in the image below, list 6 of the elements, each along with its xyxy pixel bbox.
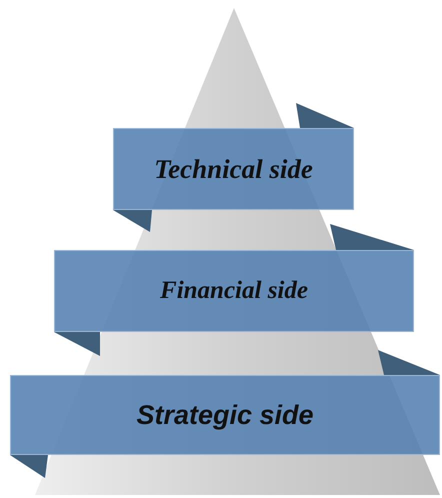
ribbon-band <box>113 128 354 210</box>
ribbon-band <box>10 375 440 455</box>
band-label: Technical side <box>154 154 313 184</box>
band-label: Strategic side <box>136 400 314 430</box>
band-label: Financial side <box>160 277 308 305</box>
ribbon-band <box>54 250 414 332</box>
